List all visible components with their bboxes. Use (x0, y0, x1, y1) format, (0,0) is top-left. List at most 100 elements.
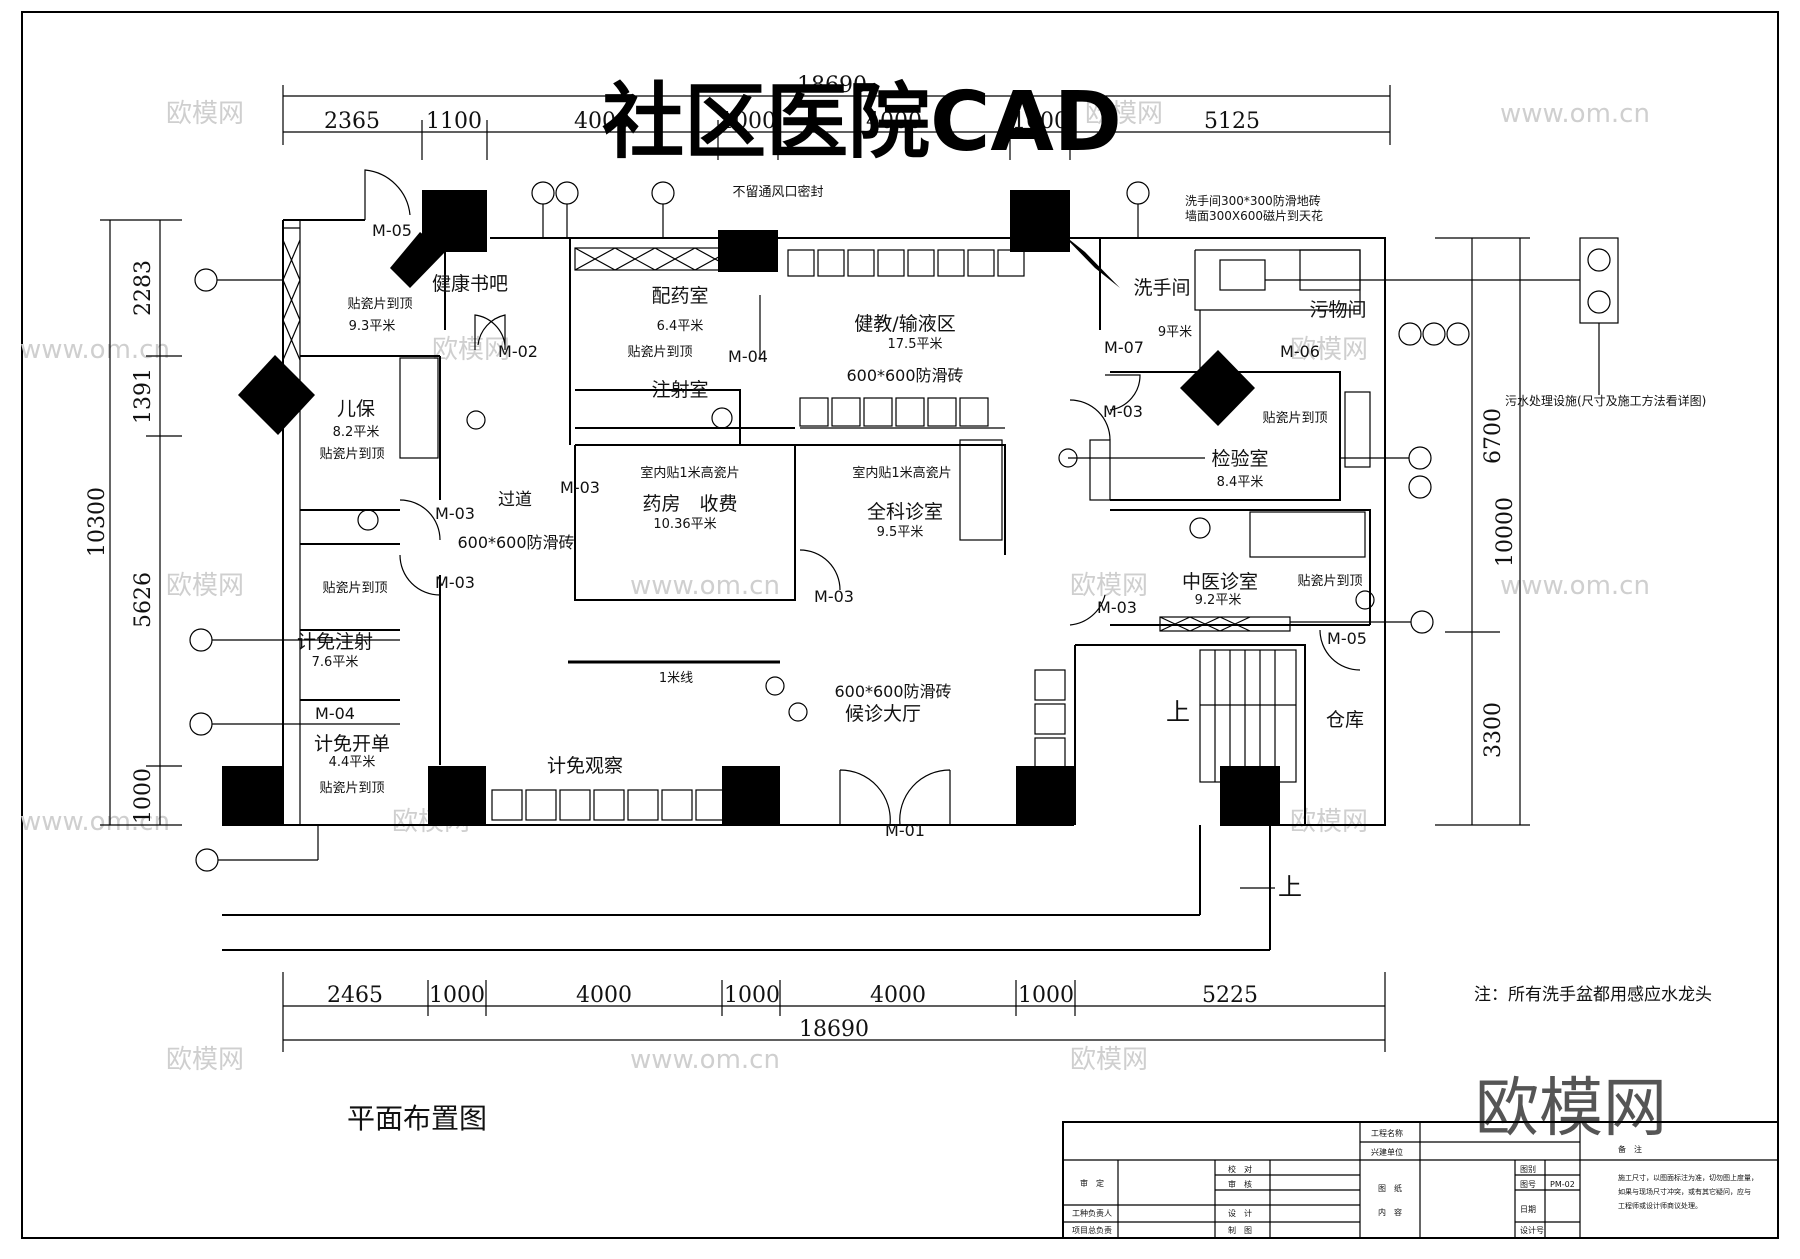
tb-design: 设 计 (1228, 1208, 1252, 1218)
door-swings (364, 169, 1361, 826)
room-store: 仓库 (1326, 709, 1364, 731)
bottom-dim-total: 18690 (799, 1017, 869, 1042)
left-dim-1: 2283 (131, 260, 156, 316)
door-m03-d: M-03 (814, 587, 854, 606)
room-child-area: 8.2平米 (333, 425, 380, 440)
room-tcm-tile: 贴瓷片到顶 (1297, 574, 1362, 589)
bottom-dim-6: 1000 (1018, 983, 1074, 1008)
tb-review: 审 定 (1080, 1178, 1104, 1188)
left-dimension-chain: 2283 1391 5626 1000 10300 (85, 219, 182, 826)
room-plan-injection: 计免注射 (297, 631, 373, 653)
door-m06: M-06 (1280, 342, 1320, 361)
ramp-up-label: 上 (1278, 873, 1302, 901)
stair-up-label: 上 (1166, 698, 1190, 726)
room-general: 全科诊室 (867, 501, 943, 523)
corridor-label: 过道 (498, 490, 532, 510)
room-labels: 健康书吧 贴瓷片到顶 9.3平米 儿保 8.2平米 贴瓷片到顶 配药室 6.4平… (297, 184, 1706, 901)
left-dim-4: 1000 (131, 768, 156, 824)
bottom-dim-7: 5225 (1202, 983, 1258, 1008)
right-dim-total: 10000 (1493, 497, 1518, 567)
faucet-note: 注：所有洗手盆都用感应水龙头 (1474, 985, 1712, 1005)
title-block: 工程名称 兴建单位 审 定 校 对 审 核 设 计 制 图 工种负责人 项目总负… (1062, 1121, 1779, 1239)
door-m01: M-01 (885, 821, 925, 840)
svg-text:欧模网: 欧模网 (1290, 807, 1368, 837)
room-infusion-floor: 600*600防滑砖 (846, 366, 963, 385)
bottom-dim-3: 4000 (576, 983, 632, 1008)
door-m03-b: M-03 (435, 504, 475, 523)
sewage-facility-symbol (1265, 237, 1619, 395)
room-infusion-area: 17.5平米 (888, 337, 943, 352)
tb-remark-line-2: 如果与现场尺寸冲突，或有其它疑问，应与 (1618, 1187, 1751, 1196)
room-infusion: 健教/输液区 (854, 313, 955, 335)
room-child: 儿保 (337, 398, 375, 420)
watermarks: 欧模网 欧模网 www.om.cn 欧模网 www.om.cn 欧模网 欧模网 … (20, 99, 1650, 1075)
tb-category: 图别 (1520, 1165, 1536, 1174)
svg-text:欧模网: 欧模网 (1070, 571, 1148, 601)
bottom-dim-4: 1000 (724, 983, 780, 1008)
tb-discipline: 工种负责人 (1072, 1208, 1112, 1218)
svg-text:欧模网: 欧模网 (1085, 99, 1163, 129)
room-pharmacy: 药房 收费 (642, 493, 737, 515)
tb-pm: 项目总负责 (1072, 1225, 1112, 1235)
svg-text:www.om.cn: www.om.cn (1500, 571, 1650, 601)
door-m05-right: M-05 (1327, 629, 1367, 648)
svg-text:欧模网: 欧模网 (1290, 335, 1368, 365)
tb-number-value: PM-02 (1550, 1180, 1575, 1189)
svg-text:欧模网: 欧模网 (166, 571, 244, 601)
right-dim-2: 3300 (1481, 702, 1506, 758)
tb-sheet: 图 纸 (1378, 1183, 1402, 1193)
room-reading-tile: 贴瓷片到顶 (347, 297, 412, 312)
room-pharmacy-tile: 室内贴1米高瓷片 (640, 465, 739, 481)
top-dim-6: 1000 (1012, 109, 1068, 134)
left-dim-3: 5626 (131, 572, 156, 628)
top-dim-total: 18690 (797, 73, 867, 98)
drawing-name: 平面布置图 (347, 1102, 487, 1135)
tb-audit: 审 核 (1228, 1179, 1252, 1189)
top-dim-5: 4000 (866, 109, 922, 134)
room-tcm-area: 9.2平米 (1195, 593, 1242, 608)
top-dim-4: 1000 (720, 109, 776, 134)
svg-text:www.om.cn: www.om.cn (20, 807, 170, 837)
room-general-area: 9.5平米 (877, 525, 924, 540)
left-dim-total: 10300 (85, 487, 110, 557)
tb-remark-line-3: 工程师或设计师商议处理。 (1618, 1201, 1702, 1210)
room-hall: 候诊大厅 (845, 703, 921, 725)
tb-draw: 制 图 (1228, 1225, 1252, 1235)
wash-note-2: 墙面300X600磁片到天花 (1185, 208, 1323, 223)
room-injection: 注射室 (651, 379, 708, 401)
bottom-dimension-chain: 2465 1000 4000 1000 4000 1000 5225 18690 (282, 972, 1386, 1052)
door-m02: M-02 (498, 342, 538, 361)
tb-remark-line-1: 施工尺寸，以图面标注为准，切勿图上度量， (1618, 1173, 1758, 1182)
tb-remarks: 备 注 (1618, 1144, 1642, 1154)
brand-logo: 欧模网 (1475, 1072, 1667, 1146)
svg-text:欧模网: 欧模网 (1070, 1045, 1148, 1075)
room-reading: 健康书吧 (432, 273, 508, 295)
svg-text:www.om.cn: www.om.cn (1500, 99, 1650, 129)
room-plan-injection-area: 7.6平米 (312, 655, 359, 670)
top-dimension-chain: 2365 1100 4000 1000 4000 1000 5125 18690 (282, 73, 1391, 160)
svg-text:欧模网: 欧模网 (432, 335, 510, 365)
door-m03-e: M-03 (1103, 402, 1143, 421)
top-dim-2: 1100 (426, 109, 482, 134)
room-general-tile: 室内贴1米高瓷片 (852, 465, 951, 481)
tb-project: 工程名称 (1371, 1128, 1403, 1138)
svg-text:www.om.cn: www.om.cn (630, 1045, 780, 1075)
right-dim-1: 6700 (1481, 408, 1506, 464)
door-m04-top: M-04 (728, 347, 768, 366)
tb-content: 内 容 (1378, 1207, 1402, 1217)
page-title: 社区医院CAD (602, 75, 1122, 170)
svg-text:www.om.cn: www.om.cn (20, 335, 170, 365)
room-dispense-area: 6.4平米 (657, 319, 704, 334)
door-m07: M-07 (1104, 338, 1144, 357)
room-hall-floor: 600*600防滑砖 (834, 682, 951, 701)
top-dim-1: 2365 (324, 109, 380, 134)
room-plan-vaccine-area: 4.4平米 (329, 755, 376, 770)
room-wash: 洗手间 (1133, 277, 1190, 299)
tb-design-no: 设计号 (1520, 1225, 1544, 1235)
room-reading-area: 9.3平米 (349, 319, 396, 334)
door-m03-c: M-03 (435, 573, 475, 592)
svg-text:欧模网: 欧模网 (166, 99, 244, 129)
elevation-markers (189, 181, 1470, 872)
room-pharmacy-area: 10.36平米 (653, 517, 716, 532)
tb-date: 日期 (1520, 1205, 1536, 1214)
